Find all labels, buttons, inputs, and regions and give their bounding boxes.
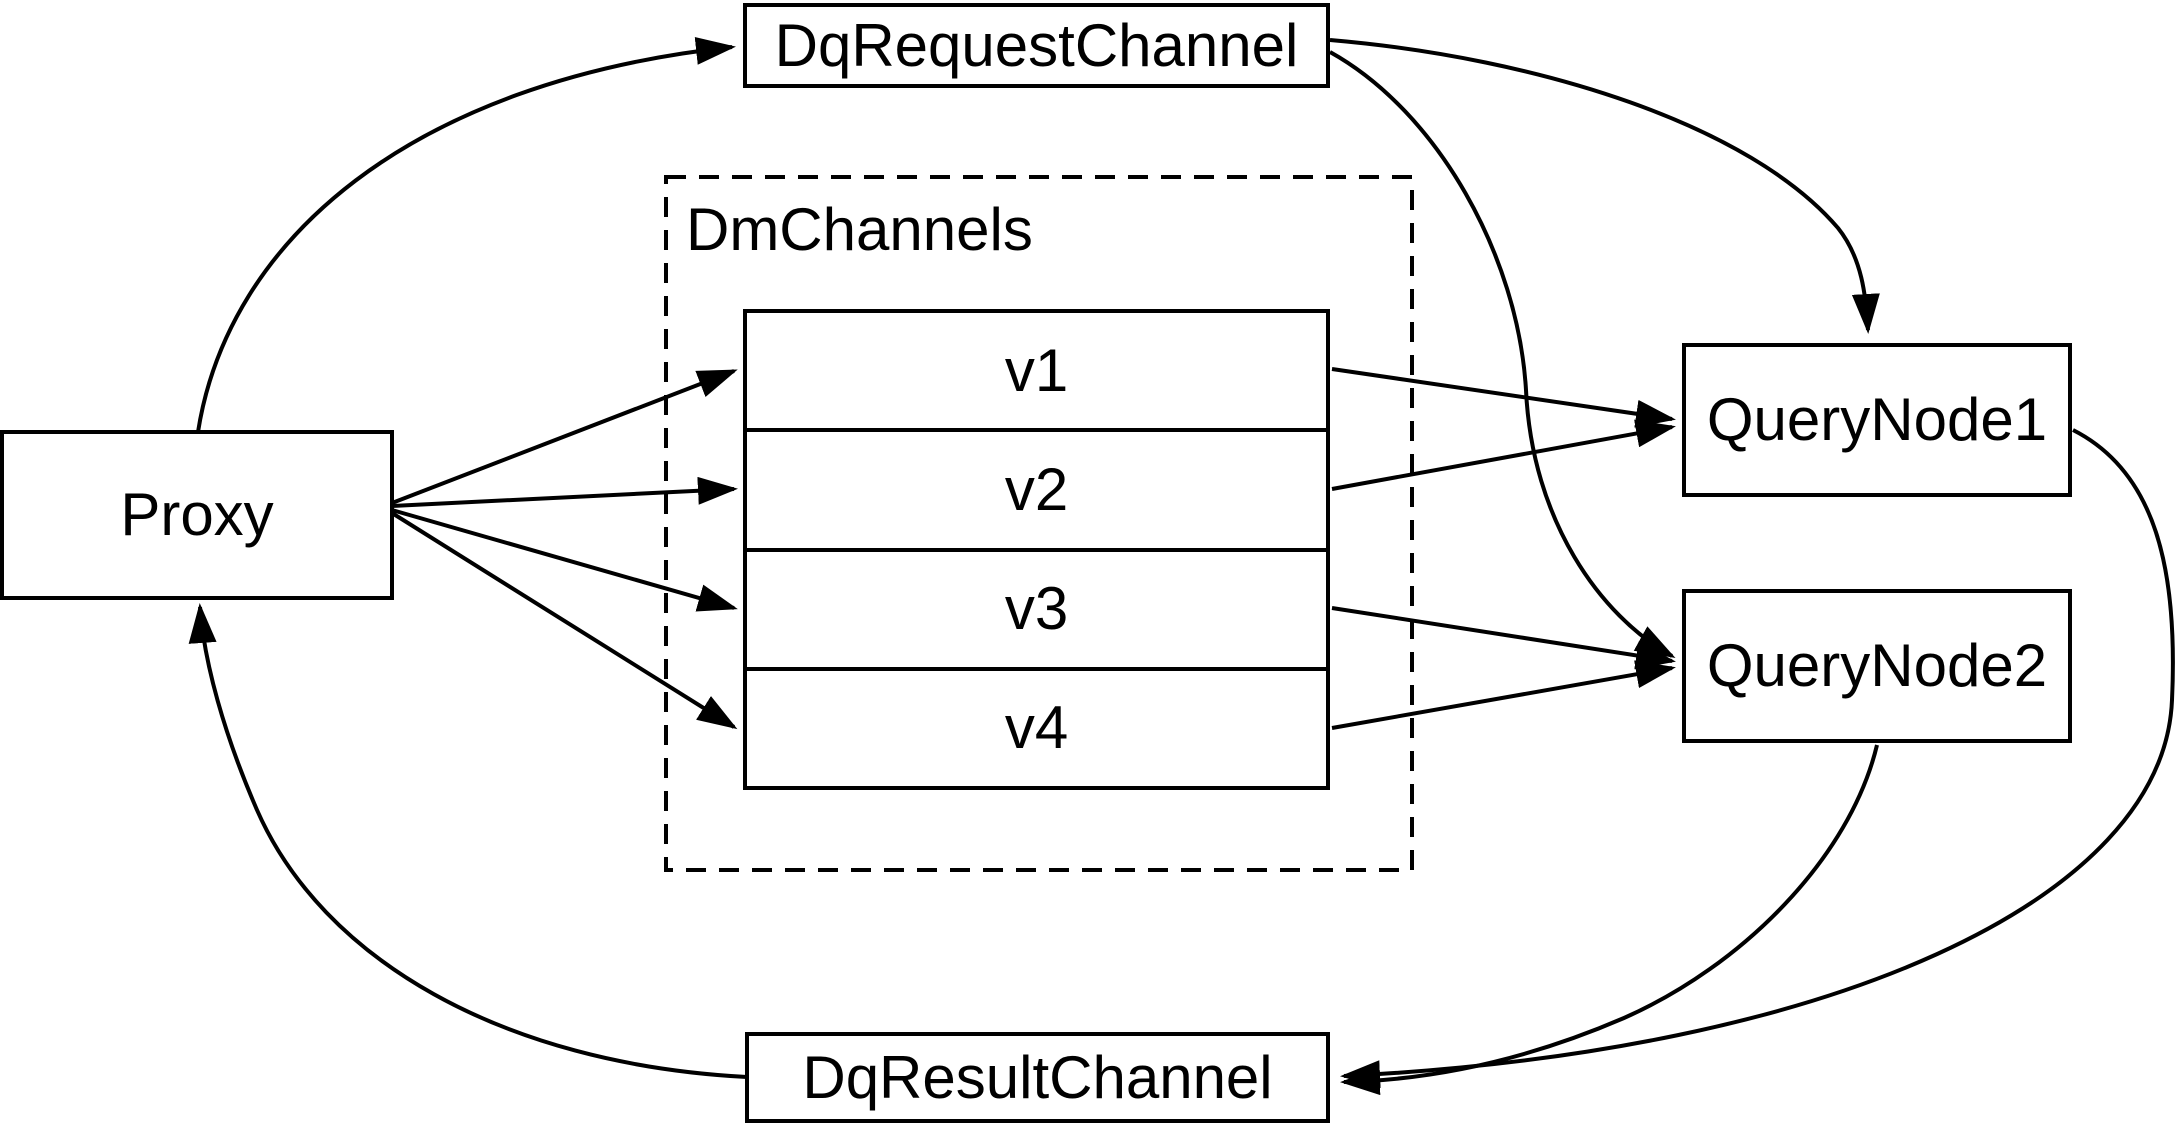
edge-v2-to-querynode1 <box>1331 419 1676 491</box>
dm-channels-dashed-boundary <box>664 175 1414 872</box>
edge-dqrequestchannel-to-querynode2 <box>1329 50 1676 658</box>
edge-proxy-to-v2 <box>391 476 738 508</box>
edge-dqresultchannel-to-proxy <box>188 603 748 1079</box>
edge-querynode2-to-dqresultchannel <box>1340 744 1879 1096</box>
edge-querynode1-to-dqresultchannel <box>1340 428 2175 1089</box>
query-node-1-label: QueryNode1 <box>1706 386 2048 453</box>
channel-v4-label: v4 <box>1004 694 1069 762</box>
edge-dqrequestchannel-to-querynode1 <box>1329 38 1880 334</box>
query-node-2-label: QueryNode2 <box>1706 632 2048 699</box>
channel-row-v4: v4 <box>747 666 1326 786</box>
edge-v3-to-querynode2 <box>1331 606 1676 670</box>
edge-v4-to-querynode2 <box>1331 660 1676 730</box>
node-dq-result-channel: DqResultChannel <box>745 1032 1330 1123</box>
channel-v2-label: v2 <box>1004 455 1069 523</box>
channel-v1-label: v1 <box>1004 336 1069 404</box>
proxy-label: Proxy <box>120 481 274 548</box>
node-query-node-1: QueryNode1 <box>1682 343 2072 497</box>
node-query-node-2: QueryNode2 <box>1682 589 2072 743</box>
dm-channels-table: v1 v2 v3 v4 <box>743 309 1330 790</box>
channel-row-v1: v1 <box>747 313 1326 428</box>
channel-row-v2: v2 <box>747 428 1326 547</box>
edge-proxy-to-v1 <box>391 369 738 505</box>
dm-channels-group-label: DmChannels <box>686 196 1033 263</box>
edge-proxy-to-v3 <box>391 508 738 612</box>
edge-proxy-to-v4 <box>390 511 738 730</box>
node-dq-request-channel: DqRequestChannel <box>743 3 1330 88</box>
channel-v3-label: v3 <box>1004 575 1069 643</box>
channel-row-v3: v3 <box>747 547 1326 667</box>
edge-v1-to-querynode1 <box>1331 367 1676 428</box>
edge-proxy-to-dqrequestchannel <box>196 36 736 433</box>
node-proxy: Proxy <box>0 430 394 600</box>
dq-request-channel-label: DqRequestChannel <box>774 11 1299 79</box>
dq-result-channel-label: DqResultChannel <box>802 1043 1273 1111</box>
